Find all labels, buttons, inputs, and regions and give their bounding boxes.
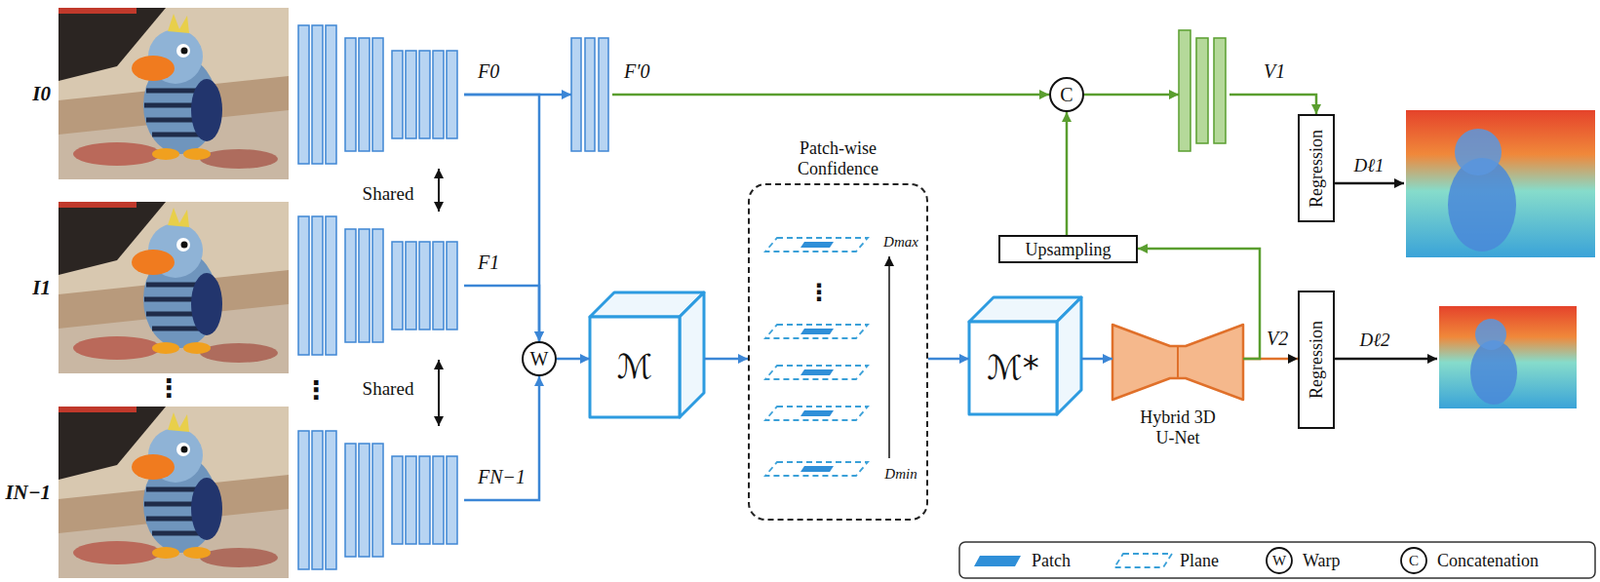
node-label: ℳ* xyxy=(986,348,1039,388)
depth-planes xyxy=(765,237,890,476)
warp-circle: W xyxy=(521,341,557,377)
unet-block: Hybrid 3D U-Net xyxy=(1112,324,1244,400)
upsampling-box: Upsampling xyxy=(998,234,1138,264)
node-label: F′0 xyxy=(624,60,651,83)
ellipsis: ⋮ xyxy=(156,373,182,403)
feature-encoder: F0 xyxy=(298,25,465,164)
depth-bound: Dmax xyxy=(883,234,919,251)
feature-encoder: F1 xyxy=(298,216,465,355)
shared-label: Shared xyxy=(362,378,415,400)
feature-block: F′0 xyxy=(571,38,613,152)
connector xyxy=(612,93,1050,97)
input-image: I1 xyxy=(58,201,289,374)
edge-label: V2 xyxy=(1266,327,1288,351)
shared-label: Shared xyxy=(362,183,415,205)
ellipsis: ⋮ xyxy=(303,375,329,405)
connector xyxy=(464,376,540,501)
cost-volume-cube: ℳ* xyxy=(969,297,1082,415)
shared-arrows xyxy=(437,168,440,427)
ellipsis: ⋮ xyxy=(807,278,831,307)
depth-maps xyxy=(1405,110,1596,409)
connector xyxy=(464,94,540,342)
legend-text: Concatenation xyxy=(1437,550,1539,572)
node-label: F0 xyxy=(477,60,500,83)
encoder-layers xyxy=(298,25,458,570)
legend-text: Warp xyxy=(1302,550,1341,572)
cost-volume-block-layers xyxy=(1178,30,1226,152)
connector xyxy=(464,285,540,342)
node-label: F1 xyxy=(477,251,500,274)
output-arrows xyxy=(1334,183,1438,359)
cost-volume-block: V1 xyxy=(1178,30,1230,152)
connector xyxy=(928,357,970,361)
node-label: V1 xyxy=(1263,60,1286,83)
feature-block-layers xyxy=(571,38,609,152)
legend-frame xyxy=(959,542,1596,579)
feature-encoder: FN−1 xyxy=(298,430,465,570)
connector xyxy=(556,357,590,361)
connector xyxy=(1065,112,1069,235)
regression-box: Regression xyxy=(1297,290,1335,430)
depth-bound: Dmin xyxy=(884,466,917,483)
input-image: I0 xyxy=(58,7,289,180)
legend-symbol: C xyxy=(1408,552,1419,570)
node-label: I1 xyxy=(32,275,51,301)
node-label: FN−1 xyxy=(477,466,526,489)
unet-shape xyxy=(1112,324,1244,400)
regression-box: Regression xyxy=(1297,114,1335,223)
node-label: I0 xyxy=(32,81,51,107)
node-label: Upsampling xyxy=(1025,238,1112,260)
cost-volume-cube: ℳ xyxy=(589,292,704,418)
connector xyxy=(1229,94,1317,115)
node-label: Hybrid 3D U-Net xyxy=(1129,407,1227,449)
node-label: W xyxy=(530,348,549,371)
connector xyxy=(703,357,748,361)
input-photos xyxy=(58,7,289,579)
legend-text: Plane xyxy=(1179,550,1219,572)
node-label: ℳ xyxy=(617,347,653,387)
concat-circle: C xyxy=(1049,77,1085,113)
connector xyxy=(1137,248,1260,359)
output-label: Dℓ2 xyxy=(1359,329,1390,352)
node-label: Regression xyxy=(1306,129,1327,208)
cost-volume-cubes xyxy=(589,292,1082,418)
connector xyxy=(1084,93,1179,97)
connector xyxy=(1081,357,1113,361)
legend-symbol: W xyxy=(1272,552,1287,570)
node-label: IN−1 xyxy=(4,480,51,506)
input-image: IN−1 xyxy=(58,406,289,579)
node-label: Patch-wise Confidence xyxy=(780,138,898,180)
node-label: C xyxy=(1059,83,1073,107)
output-label: Dℓ1 xyxy=(1353,155,1384,177)
legend-text: Patch xyxy=(1031,550,1071,572)
node-label: Regression xyxy=(1306,320,1327,399)
